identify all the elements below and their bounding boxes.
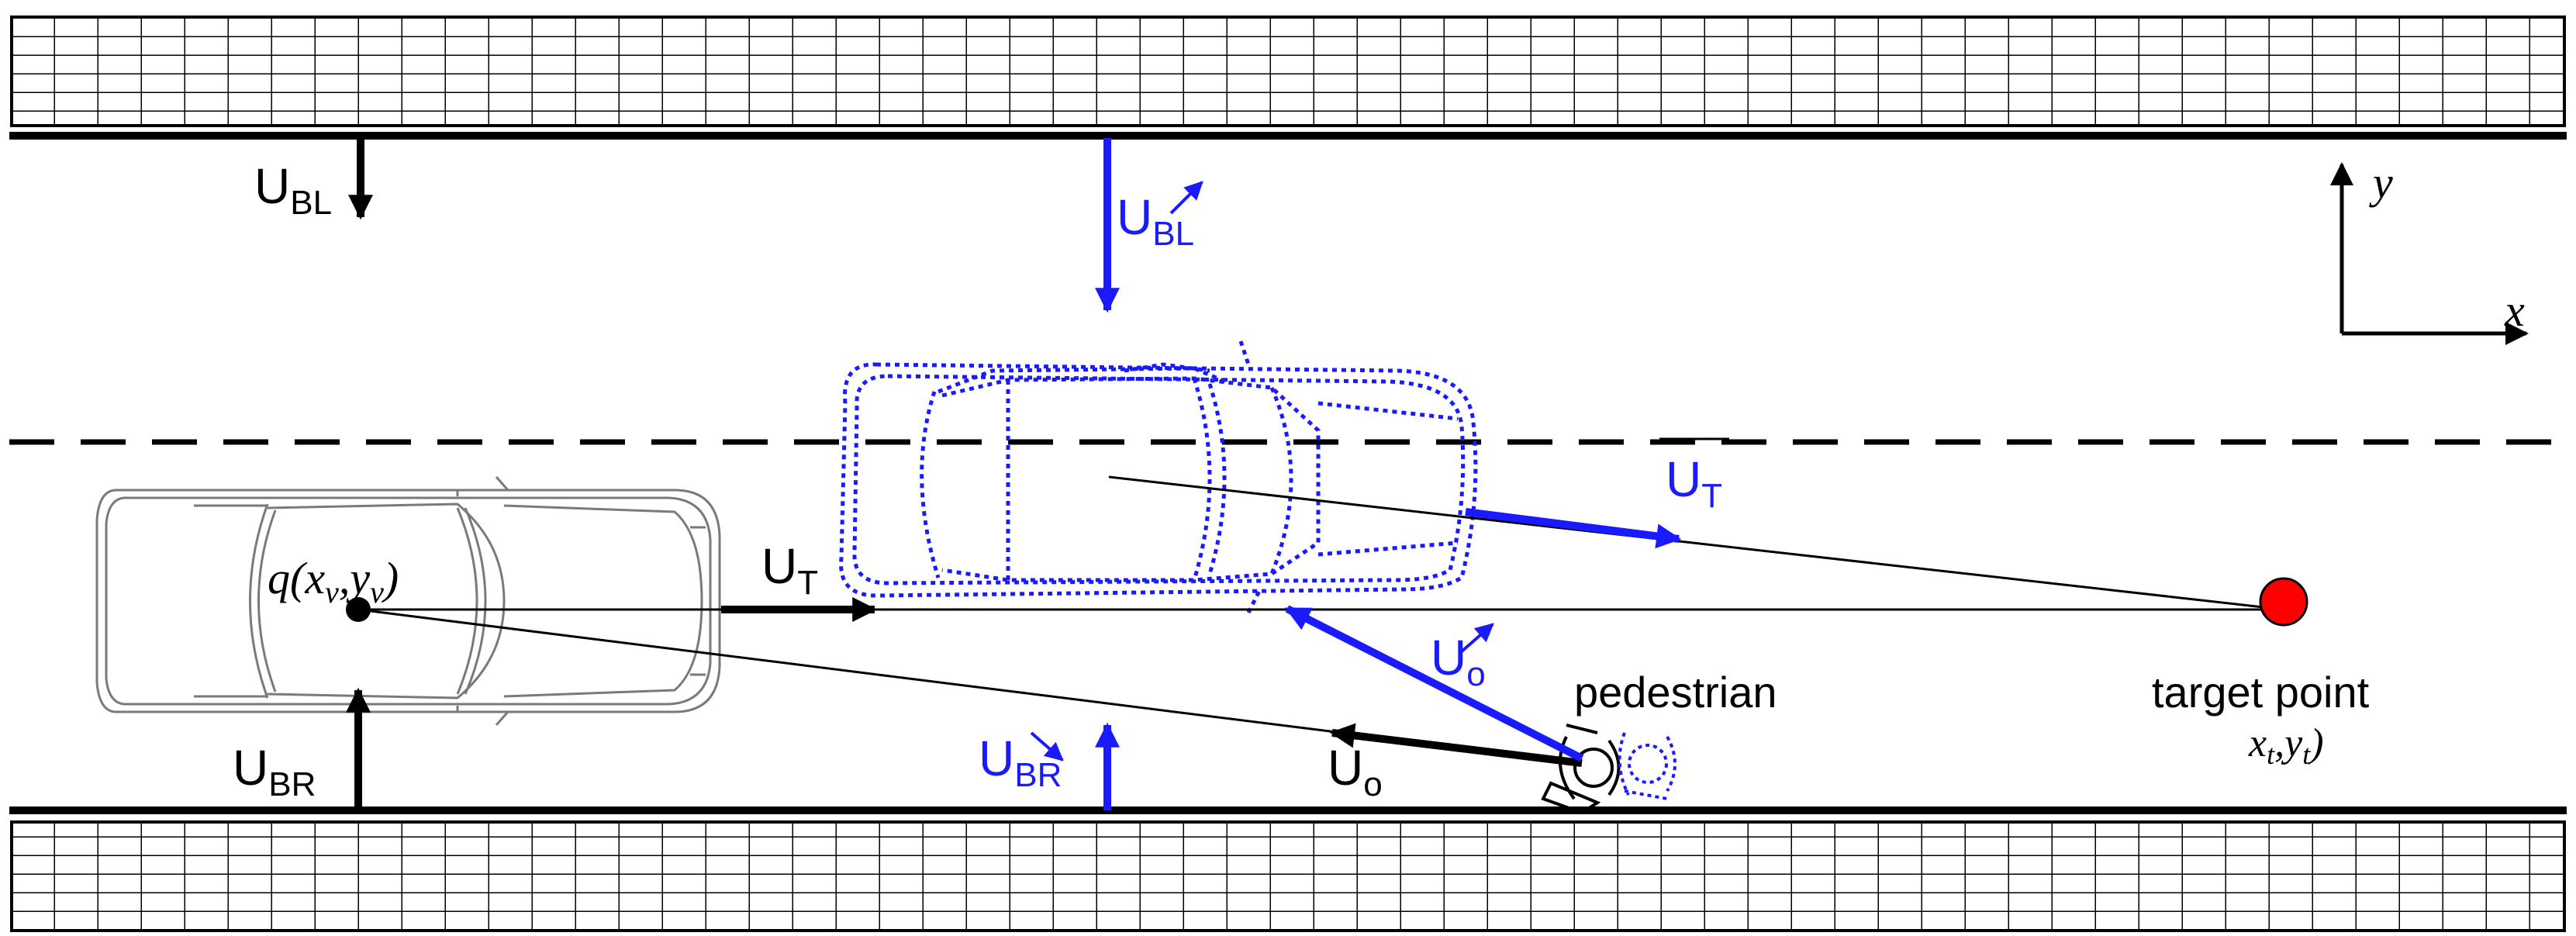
pedestrian-label: pedestrian bbox=[1574, 668, 1777, 717]
u-bl-blue-label: UBL bbox=[1117, 189, 1194, 253]
u-br-blue-hint-arrow bbox=[1030, 731, 1064, 762]
bottom-sidewalk bbox=[10, 820, 2566, 932]
u-bl-blue-hint-arrow bbox=[1169, 181, 1203, 215]
target-point-marker bbox=[2259, 577, 2308, 627]
pedestrian-predicted-figure bbox=[1618, 732, 1676, 800]
u-t-blue-arrow bbox=[1465, 508, 1682, 549]
current-vehicle bbox=[95, 476, 721, 726]
future-vehicle bbox=[839, 340, 1478, 614]
u-t-blue-label: UT bbox=[1666, 451, 1722, 515]
axis-x-label: x bbox=[2504, 285, 2525, 336]
u-br-black-label: UBR bbox=[233, 740, 316, 803]
guidance-lines bbox=[357, 475, 2284, 765]
u-o-black-arrow bbox=[1329, 723, 1583, 767]
u-bl-black-label: UBL bbox=[254, 158, 332, 222]
u-o-blue-hint-arrow bbox=[1460, 623, 1494, 653]
u-o-blue-label: Uo bbox=[1431, 630, 1486, 693]
axis-y-label: y bbox=[2369, 157, 2393, 208]
pedestrian-figure bbox=[1541, 724, 1621, 815]
target-coords-label: xt,yt) bbox=[2248, 721, 2324, 770]
target-point-label: target point bbox=[2152, 668, 2370, 717]
vehicle-position-dot bbox=[346, 597, 371, 622]
vehicle-position-label: q(xv,yv) bbox=[268, 553, 399, 610]
u-o-black-label: Uo bbox=[1328, 740, 1383, 803]
u-o-blue-arrow bbox=[1285, 605, 1584, 762]
top-sidewalk bbox=[10, 16, 2566, 127]
u-t-black-label: UT bbox=[761, 538, 818, 602]
axis-indicator: y x bbox=[2330, 157, 2529, 345]
u-br-blue-label: UBR bbox=[979, 730, 1062, 794]
